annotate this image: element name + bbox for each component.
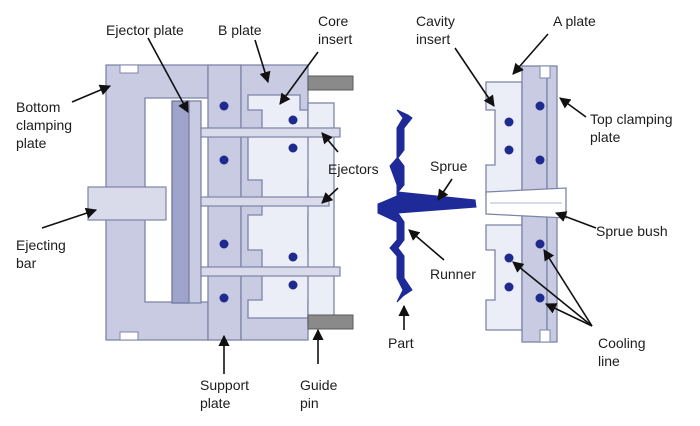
cooling-hole (535, 293, 545, 303)
cooling-hole (535, 155, 545, 165)
label-guide-pin-1: Guide (300, 377, 338, 393)
label-bottom-clamping-1: Bottom (16, 99, 60, 115)
arrow-cooling-2 (543, 249, 593, 327)
arrow-bottom-clamping (71, 84, 112, 103)
arrow-b-plate (254, 39, 271, 84)
arrow-core-insert (279, 51, 319, 105)
arrow-cavity-insert (454, 47, 495, 107)
label-bottom-clamping-3: plate (16, 135, 47, 151)
cooling-hole (504, 145, 514, 155)
label-sprue: Sprue (430, 158, 468, 174)
clamping-notch-top-right (539, 65, 551, 79)
label-ejecting-bar-2: bar (16, 255, 37, 271)
label-a-plate: A plate (553, 13, 596, 29)
label-ejectors: Ejectors (328, 161, 379, 177)
arrow-ejectors-2 (321, 187, 339, 204)
cooling-hole (288, 252, 298, 262)
cooling-hole (535, 239, 545, 249)
cooling-hole (219, 101, 229, 111)
label-guide-pin-2: pin (300, 395, 319, 411)
cooling-hole (288, 143, 298, 153)
cooling-hole (288, 280, 298, 290)
label-cooling-line-1: Cooling (598, 335, 645, 351)
arrow-ejectors-1 (321, 132, 339, 153)
arrow-top-clamping (559, 97, 587, 118)
guide-pin-bottom (307, 314, 354, 330)
label-top-clamping-1: Top clamping (590, 111, 673, 127)
cooling-hole (504, 282, 514, 292)
arrow-sprue (437, 178, 453, 201)
label-support-plate-2: plate (200, 395, 231, 411)
label-bottom-clamping-2: clamping (16, 117, 72, 133)
label-ejecting-bar-1: Ejecting (16, 237, 66, 253)
ejector-pin-3 (200, 266, 341, 277)
ejector-plate (171, 100, 190, 304)
arrow-ejector-plate (147, 37, 189, 113)
label-part: Part (388, 335, 414, 351)
clamping-notch-bottom (119, 331, 139, 341)
ejector-pin-1 (200, 127, 341, 138)
ejector-pin-2 (200, 196, 330, 207)
cooling-hole (219, 239, 229, 249)
cooling-hole (504, 117, 514, 127)
cooling-hole (219, 293, 229, 303)
ejector-retainer-plate (188, 100, 202, 304)
label-core-insert-1: Core (318, 13, 349, 29)
label-runner: Runner (430, 266, 476, 282)
label-core-insert-2: insert (318, 31, 352, 47)
arrow-cooling-1 (512, 261, 593, 327)
clamping-notch-bottom-right (539, 329, 551, 343)
label-b-plate: B plate (218, 22, 262, 38)
arrow-a-plate (512, 33, 549, 75)
part (377, 109, 477, 303)
cooling-hole (504, 253, 514, 263)
label-cooling-line-2: line (598, 353, 620, 369)
label-support-plate-1: Support (200, 377, 249, 393)
label-ejector-plate: Ejector plate (106, 22, 184, 38)
label-cavity-insert-2: insert (416, 31, 450, 47)
cooling-hole (288, 115, 298, 125)
arrow-sprue-bush (554, 211, 597, 229)
label-cavity-insert-1: Cavity (416, 13, 455, 29)
arrow-cooling-3 (544, 303, 593, 327)
ejecting-bar (87, 186, 167, 221)
label-top-clamping-2: plate (590, 129, 621, 145)
guide-pin-top (307, 75, 354, 91)
cooling-hole (219, 155, 229, 165)
clamping-notch-top (119, 64, 139, 74)
cooling-hole (535, 101, 545, 111)
label-sprue-bush: Sprue bush (596, 223, 668, 239)
arrow-ejecting-bar (41, 207, 98, 229)
arrow-runner (408, 229, 445, 261)
